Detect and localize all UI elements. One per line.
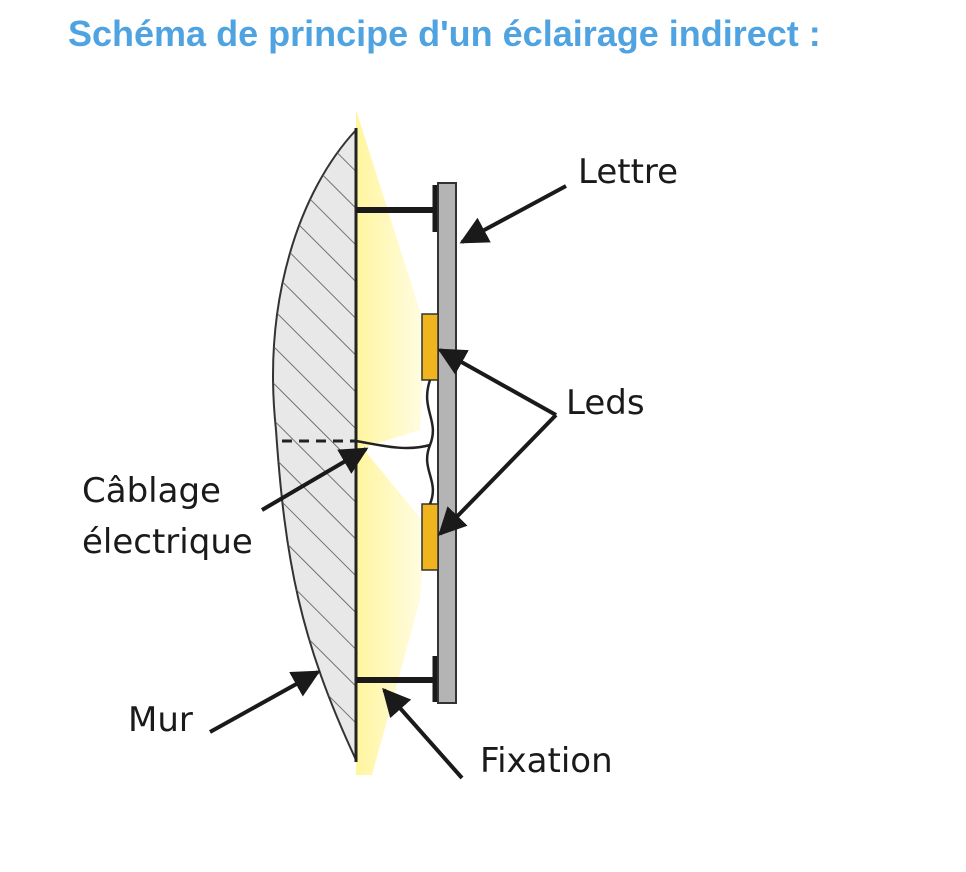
arrow-mur — [209, 670, 321, 734]
label-cablage-line1: Câblage — [82, 471, 221, 511]
arrow-cablage — [260, 447, 369, 512]
label-fixation: Fixation — [480, 741, 613, 781]
label-mur: Mur — [128, 700, 193, 740]
led-bottom — [421, 503, 439, 571]
letter-panel — [437, 182, 457, 704]
label-leds: Leds — [566, 383, 645, 423]
arrow-leds-bottom — [438, 413, 558, 537]
diagram-title: Schéma de principe d'un éclairage indire… — [68, 13, 821, 54]
light-cone-top — [356, 110, 426, 450]
label-lettre: Lettre — [578, 152, 678, 192]
arrow-leds-top — [437, 348, 557, 417]
electrical-wiring — [425, 379, 435, 505]
light-cone-bottom — [356, 440, 426, 775]
led-top — [421, 313, 439, 381]
arrow-fixation — [382, 687, 464, 780]
arrow-lettre — [459, 184, 567, 244]
label-cablage-line2: électrique — [82, 522, 253, 562]
